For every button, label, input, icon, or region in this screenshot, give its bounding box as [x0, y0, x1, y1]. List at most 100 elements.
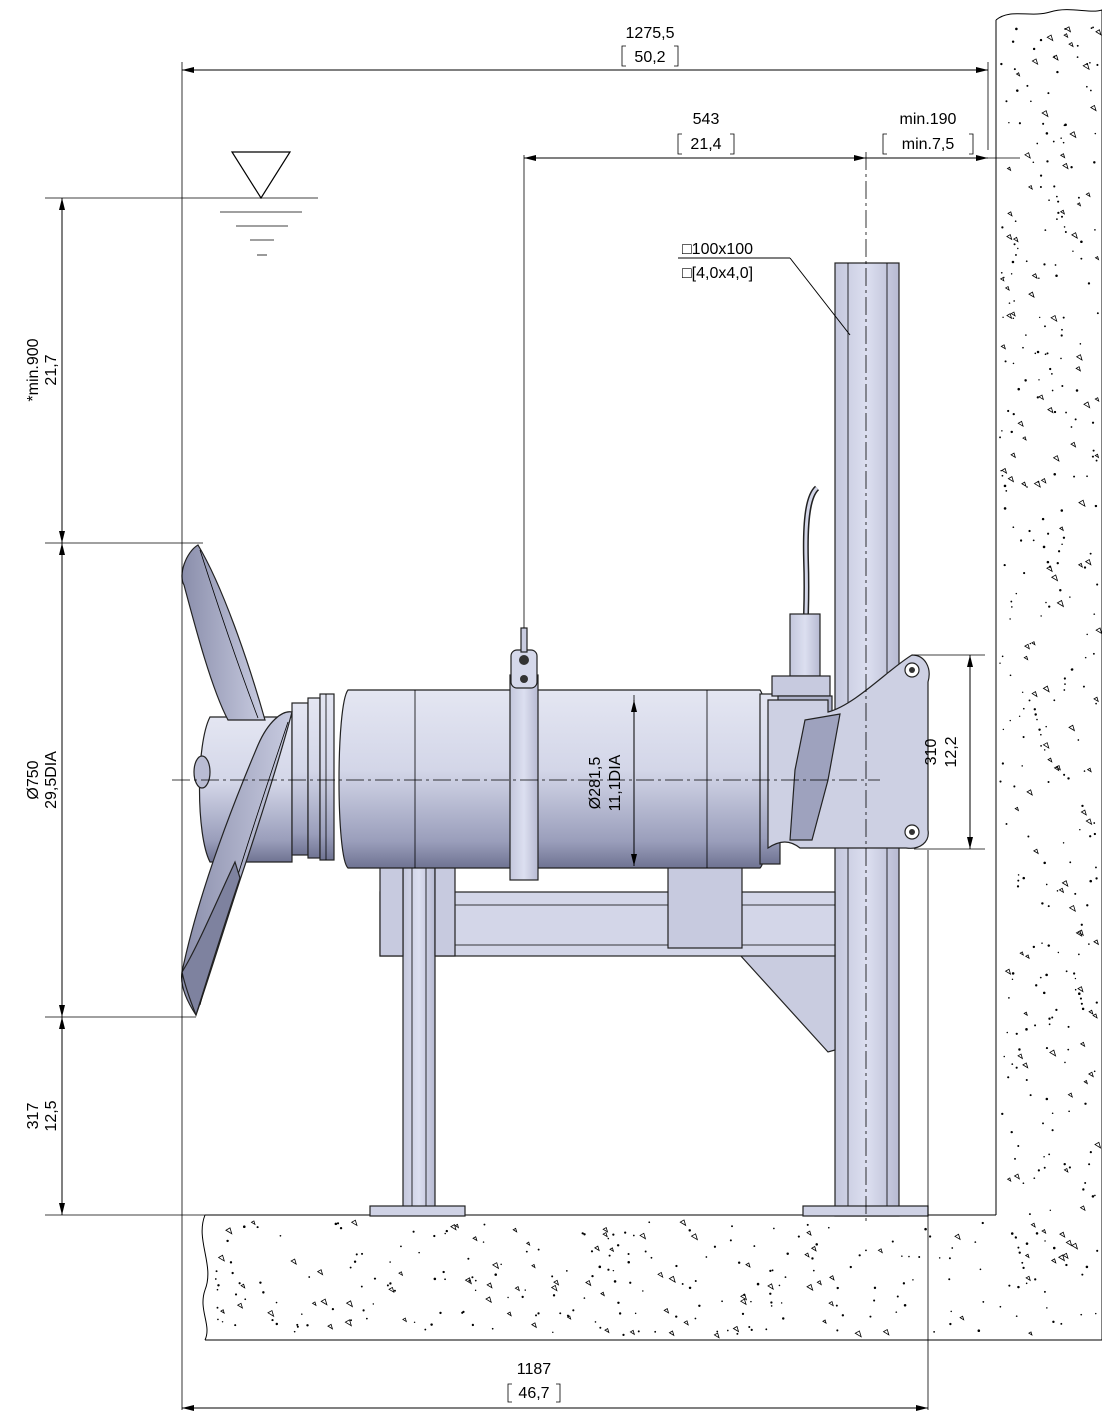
- concrete-speck: [1095, 1001, 1098, 1004]
- concrete-speck: [1042, 122, 1045, 125]
- concrete-speck: [1061, 385, 1064, 388]
- concrete-speck: [1092, 449, 1095, 452]
- concrete-speck: [1011, 978, 1014, 981]
- concrete-speck: [938, 1257, 941, 1259]
- concrete-aggregate: [1027, 184, 1033, 190]
- bracket-height-mm: 310: [923, 739, 940, 766]
- concrete-speck: [293, 1330, 296, 1333]
- concrete-speck: [770, 1301, 773, 1304]
- concrete-speck: [1035, 1232, 1039, 1235]
- concrete-speck: [773, 1227, 775, 1230]
- concrete-speck: [1079, 997, 1082, 1000]
- concrete-speck: [1086, 904, 1089, 907]
- concrete-speck: [1052, 140, 1055, 143]
- concrete-speck: [1094, 1194, 1096, 1197]
- concrete-speck: [572, 1309, 575, 1312]
- concrete-speck: [849, 1265, 852, 1269]
- concrete-speck: [873, 1299, 876, 1302]
- concrete-speck: [433, 1277, 437, 1281]
- concrete-speck: [1032, 47, 1036, 51]
- concrete-speck: [1043, 861, 1046, 865]
- concrete-speck: [648, 1221, 651, 1224]
- guide-offset-inch: 21,4: [690, 136, 721, 153]
- concrete-aggregate: [1017, 420, 1024, 428]
- concrete-speck: [1073, 972, 1076, 975]
- concrete-speck: [1068, 1110, 1070, 1113]
- concrete-aggregate: [1094, 453, 1100, 459]
- concrete-speck: [1047, 905, 1050, 908]
- concrete-aggregate: [514, 1286, 520, 1292]
- concrete-aggregate: [1031, 691, 1038, 698]
- concrete-speck: [765, 1328, 768, 1331]
- concrete-speck: [296, 1325, 299, 1328]
- concrete-aggregate: [1094, 255, 1100, 261]
- concrete-aggregate: [1007, 476, 1015, 483]
- concrete-speck: [598, 1265, 602, 1269]
- concrete-speck: [360, 1285, 363, 1288]
- concrete-speck: [607, 1237, 610, 1240]
- concrete-aggregate: [877, 1248, 883, 1254]
- concrete-speck: [275, 1322, 279, 1326]
- concrete-speck: [1011, 972, 1015, 975]
- concrete-aggregate: [739, 1293, 748, 1301]
- concrete-aggregate: [1058, 887, 1065, 894]
- concrete-speck: [1060, 509, 1064, 512]
- concrete-speck: [612, 1269, 615, 1272]
- concrete-speck: [716, 1330, 719, 1333]
- concrete-speck: [1015, 27, 1018, 31]
- concrete-speck: [681, 1283, 684, 1285]
- concrete-aggregate: [1075, 366, 1082, 372]
- concrete-aggregate: [1050, 314, 1058, 323]
- concrete-speck: [1051, 389, 1054, 392]
- concrete-speck: [902, 1282, 906, 1285]
- concrete-aggregate: [1059, 153, 1066, 159]
- concrete-speck: [1093, 1070, 1096, 1073]
- concrete-aggregate: [1071, 1242, 1079, 1250]
- concrete-aggregate: [1090, 104, 1097, 112]
- concrete-aggregate: [1028, 1331, 1033, 1336]
- concrete-speck: [841, 1314, 845, 1317]
- concrete-speck: [1057, 200, 1060, 203]
- concrete-aggregate: [1084, 558, 1092, 566]
- concrete-speck: [1019, 539, 1023, 542]
- concrete-speck: [949, 1322, 952, 1326]
- concrete-speck: [1026, 486, 1028, 488]
- concrete-speck: [726, 1329, 729, 1332]
- concrete-speck: [1062, 316, 1065, 319]
- concrete-speck: [362, 1309, 365, 1312]
- concrete-speck: [559, 1312, 562, 1315]
- total-width-mm: 1275,5: [626, 25, 675, 42]
- concrete-speck: [1047, 944, 1051, 947]
- concrete-speck: [1062, 141, 1065, 144]
- concrete-aggregate: [1041, 110, 1049, 118]
- concrete-aggregate: [472, 1236, 478, 1242]
- concrete-speck: [1043, 749, 1046, 751]
- concrete-aggregate: [1046, 34, 1054, 42]
- concrete-speck: [1005, 100, 1008, 103]
- concrete-aggregate: [1013, 1173, 1021, 1180]
- concrete-aggregate: [1092, 1013, 1098, 1019]
- concrete-speck: [1017, 387, 1021, 391]
- concrete-speck: [1013, 68, 1016, 71]
- concrete-aggregate: [1069, 131, 1077, 139]
- concrete-speck: [1053, 699, 1056, 702]
- concrete-speck: [524, 1289, 526, 1291]
- concrete-speck: [238, 1282, 241, 1285]
- concrete-speck: [650, 1256, 653, 1259]
- propeller-diameter-mm: Ø750: [25, 760, 42, 799]
- concrete-aggregate: [816, 1280, 822, 1286]
- concrete-speck: [1024, 379, 1027, 382]
- concrete-speck: [1015, 592, 1018, 595]
- concrete-speck: [1030, 100, 1032, 103]
- concrete-aggregate: [1050, 1258, 1057, 1264]
- concrete-speck: [1034, 352, 1037, 355]
- concrete-speck: [1082, 685, 1085, 688]
- concrete-floor: [201, 1214, 1102, 1341]
- concrete-aggregate: [1012, 236, 1019, 243]
- concrete-speck: [1053, 410, 1057, 414]
- concrete-speck: [1052, 1246, 1056, 1250]
- concrete-aggregate: [806, 1283, 814, 1292]
- concrete-aggregate: [602, 1231, 608, 1238]
- concrete-speck: [1063, 1162, 1066, 1166]
- concrete-speck: [1092, 652, 1095, 655]
